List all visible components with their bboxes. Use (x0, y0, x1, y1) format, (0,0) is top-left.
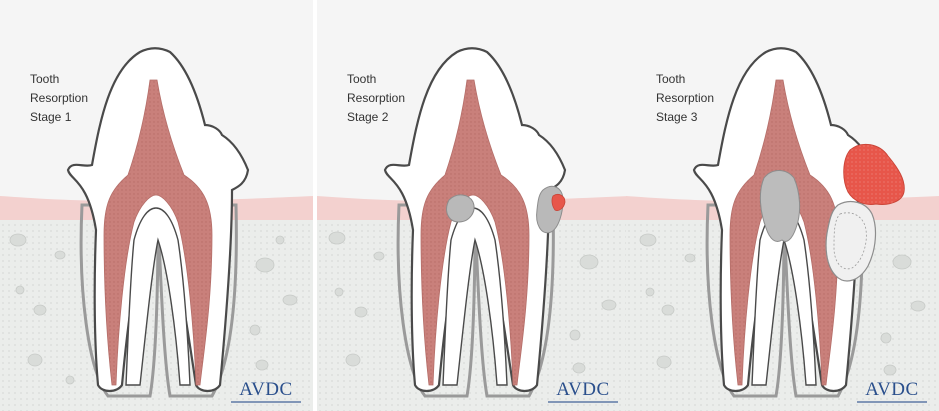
avdc-logo-text: AVDC (851, 380, 933, 400)
stage-1-tooth-illustration (0, 0, 313, 411)
avdc-logo-underline (548, 401, 618, 403)
stage-1-title: Tooth Resorption Stage 1 (30, 70, 140, 127)
stage-2-panel: Tooth Resorption Stage 2 AVDC (317, 0, 630, 411)
stage-3-panel: Tooth Resorption Stage 3 AVDC (626, 0, 939, 411)
avdc-logo-underline (857, 401, 927, 403)
stage-2-tooth-illustration (317, 0, 630, 411)
stage-1-panel: Tooth Resorption Stage 1 AVDC (0, 0, 313, 411)
avdc-logo-underline (231, 401, 301, 403)
stage-3-title: Tooth Resorption Stage 3 (656, 70, 766, 127)
avdc-logo: AVDC (851, 380, 933, 403)
avdc-logo: AVDC (225, 380, 307, 403)
avdc-logo-text: AVDC (542, 380, 624, 400)
stage-3-tooth-illustration (626, 0, 939, 411)
avdc-logo: AVDC (542, 380, 624, 403)
avdc-logo-text: AVDC (225, 380, 307, 400)
stage-2-title: Tooth Resorption Stage 2 (347, 70, 457, 127)
